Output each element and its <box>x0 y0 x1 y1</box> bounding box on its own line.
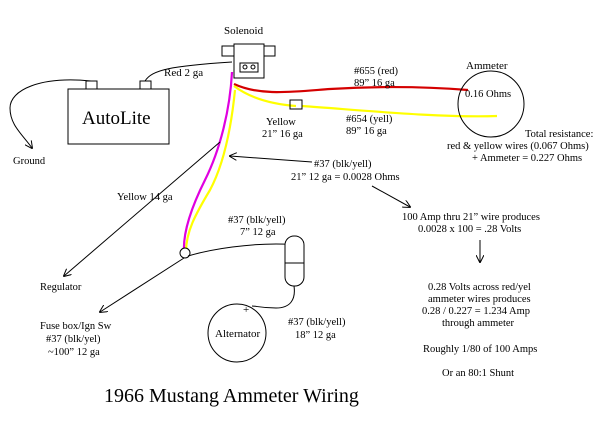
wire-655-line1: #655 (red) <box>354 66 399 77</box>
calc-across-line3: 0.28 / 0.227 = 1.234 Amp <box>422 306 530 317</box>
calc-100amp-line1: 100 Amp thru 21” wire produces <box>402 212 540 223</box>
ammeter-resistance: 0.16 Ohms <box>465 89 511 100</box>
ground-wire <box>9 79 92 148</box>
shunt-note: Or an 80:1 Shunt <box>442 368 514 379</box>
wire-37-alt-line1: #37 (blk/yell) <box>288 317 346 328</box>
battery-terminal-positive <box>139 80 152 90</box>
roughly-note: Roughly 1/80 of 100 Amps <box>423 344 537 355</box>
wire-654-yellow <box>301 104 498 118</box>
wire-654-line1: #654 (yell) <box>346 114 393 125</box>
ammeter-gauge <box>457 70 525 138</box>
solenoid-terminal-1 <box>242 64 248 70</box>
wire-37-main-line1: #37 (blk/yell) <box>314 159 372 170</box>
alternator: Alternator + <box>207 303 267 363</box>
fusebox-wire <box>100 257 185 312</box>
wire-37-main-pointer <box>230 156 313 163</box>
solenoid-terminal-2 <box>250 64 256 70</box>
total-resistance-line2: red & yellow wires (0.067 Ohms) <box>447 141 589 152</box>
wire-654-line2: 89” 16 ga <box>346 126 387 137</box>
fusebox-line2: #37 (blk/yel) <box>46 334 101 345</box>
regulator-label: Regulator <box>40 282 82 293</box>
alternator-label: Alternator <box>215 328 261 340</box>
yellow-short-line1: Yellow <box>266 117 296 128</box>
alternator-terminal: + <box>243 304 249 316</box>
wire-yellow-21in-solenoid <box>233 85 297 108</box>
yellow-14-label: Yellow 14 ga <box>117 192 173 203</box>
calc-across-line2: ammeter wires produces <box>428 294 531 305</box>
ground-label: Ground <box>13 156 46 167</box>
fusebox-line1: Fuse box/Ign Sw <box>40 321 112 332</box>
battery: AutoLite <box>67 80 170 145</box>
solenoid-terminal-block <box>239 62 259 73</box>
calc-100amp-line2: 0.0028 x 100 = .28 Volts <box>418 224 521 235</box>
battery-cable <box>144 61 233 82</box>
fusebox-line3: ~100” 12 ga <box>48 347 100 358</box>
regulator-wire <box>64 141 221 276</box>
wire-37-alt-line2: 18” 12 ga <box>295 330 336 341</box>
solenoid: Solenoid <box>221 25 276 79</box>
solenoid-mount-right <box>263 45 276 57</box>
solenoid-mount-left <box>221 45 235 57</box>
wire-37-main-line2: 21” 12 ga = 0.0028 Ohms <box>291 172 400 183</box>
solenoid-label: Solenoid <box>224 25 264 37</box>
total-resistance-line3: + Ammeter = 0.227 Ohms <box>472 153 582 164</box>
ammeter-label: Ammeter <box>466 60 508 72</box>
battery-cable-label: Red 2 ga <box>164 67 203 79</box>
battery-label: AutoLite <box>82 108 151 129</box>
splice-point <box>179 247 191 259</box>
wire-37-short-line2: 7” 12 ga <box>240 227 276 238</box>
yellow-short-line2: 21” 16 ga <box>262 129 303 140</box>
calc-pointer <box>371 185 410 207</box>
solenoid-body <box>233 43 265 79</box>
battery-body <box>67 88 170 145</box>
wire-37-alt <box>251 285 295 309</box>
alternator-body <box>207 303 267 363</box>
diagram-title: 1966 Mustang Ammeter Wiring <box>104 385 359 407</box>
calc-across-line1: 0.28 Volts across red/yel <box>428 282 531 293</box>
calc-across-line4: through ammeter <box>442 318 515 329</box>
fusible-link <box>284 235 305 287</box>
wire-37-short-line1: #37 (blk/yell) <box>228 215 286 226</box>
wire-37-short <box>187 243 294 257</box>
fusible-link-body <box>284 235 305 287</box>
total-resistance-line1: Total resistance: <box>525 129 593 140</box>
wire-37-main <box>182 71 234 253</box>
wire-655-red <box>233 83 469 94</box>
wire-yellow-21in-splice <box>184 89 237 253</box>
yellow-wire-connector <box>289 99 303 110</box>
wire-655-line2: 89” 16 ga <box>354 78 395 89</box>
battery-terminal-negative <box>85 80 98 90</box>
ammeter: Ammeter 0.16 Ohms <box>457 60 525 138</box>
